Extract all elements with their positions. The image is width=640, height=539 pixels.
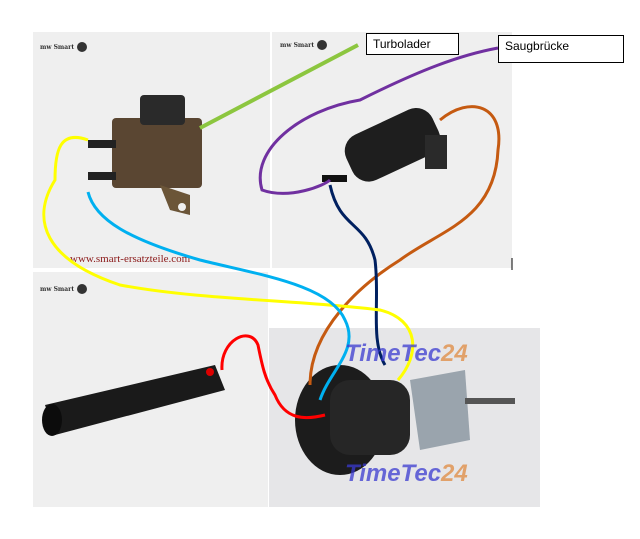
- brand-logo: mw Smart: [40, 284, 88, 294]
- watermark: TimeTec24: [345, 460, 468, 487]
- turbo-actuator-image: [295, 365, 515, 475]
- shop-url: www.smart-ersatzteile.com: [70, 253, 191, 265]
- label-saugbruecke: Saugbrücke: [498, 35, 624, 63]
- solenoid-valve-image: [88, 95, 202, 215]
- wire-purple: [258, 46, 499, 195]
- pressure-converter-image: [322, 107, 447, 182]
- brand-logo: mw Smart: [280, 40, 328, 50]
- wire-navy: [328, 184, 387, 366]
- label-turbolader: Turbolader: [366, 33, 459, 55]
- brand-logo: mw Smart: [40, 42, 88, 52]
- watermark: TimeTec24: [345, 340, 468, 367]
- wire-yellow: [42, 136, 415, 381]
- wire-lightblue: [86, 191, 351, 401]
- intake-hose-image: [42, 365, 225, 436]
- wire-green: [199, 43, 359, 130]
- wire-orange: [308, 105, 501, 386]
- wire-red: [220, 334, 326, 420]
